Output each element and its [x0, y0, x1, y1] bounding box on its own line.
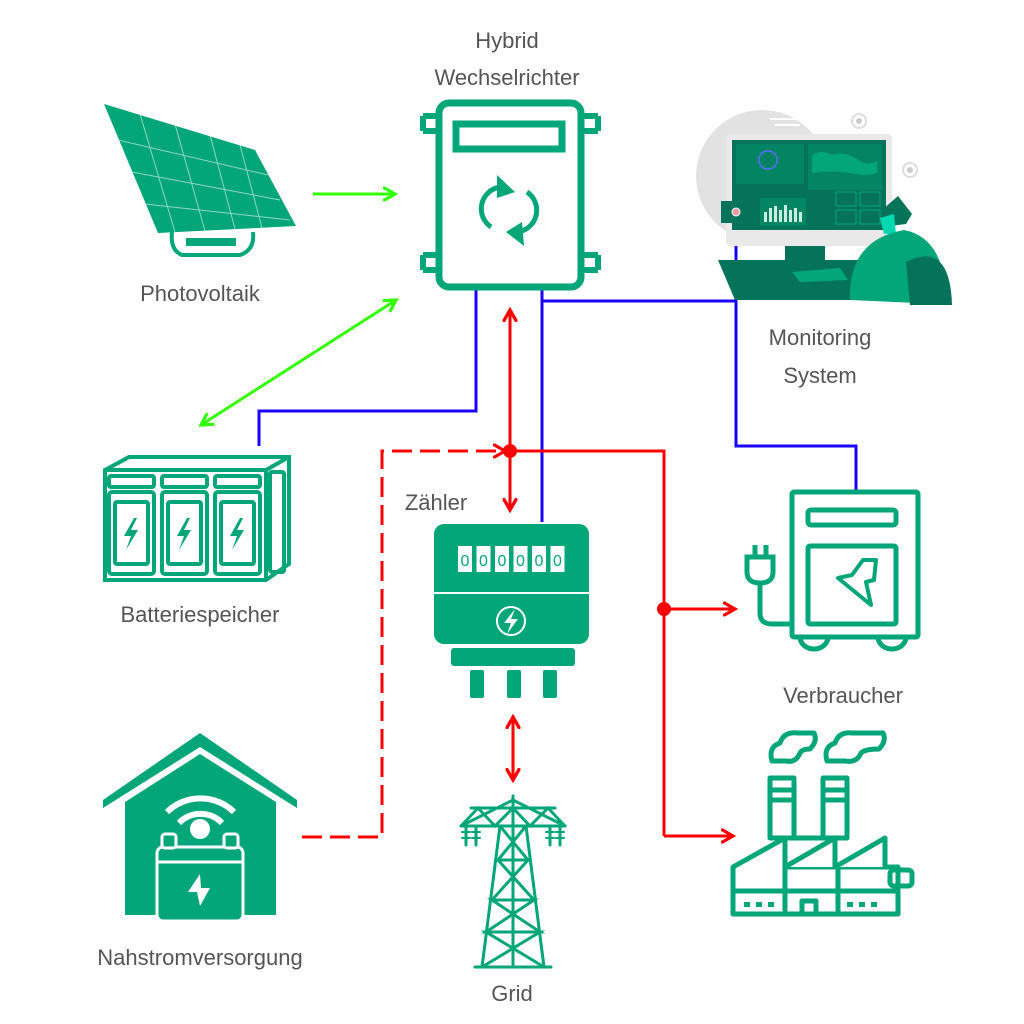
meter-digit-box: [513, 546, 528, 572]
ac-junction-dot: [503, 444, 517, 458]
meter-digit-box: [532, 546, 546, 572]
label-local-supply: Nahstromversorgung: [97, 945, 302, 970]
label-meter: Zähler: [405, 490, 467, 515]
lightning-icon: [124, 518, 138, 550]
meter-digit-box: [495, 546, 509, 572]
monitoring-workstation-icon: [696, 110, 952, 305]
meter-digit: 0: [535, 553, 544, 570]
lightning-icon: [836, 558, 878, 607]
factory-icon: [730, 730, 915, 917]
inverter-icon: [420, 99, 601, 291]
label-consumer: Verbraucher: [783, 683, 903, 708]
meter-digit-box: [476, 546, 491, 572]
label-battery: Batteriespeicher: [121, 602, 280, 627]
ac-junction-dot: [657, 602, 671, 616]
dc-arrow-battery-inverter: [201, 300, 396, 425]
meter-digit: 0: [553, 553, 562, 570]
meter-digit: 0: [516, 553, 525, 570]
appliance-plug-icon: [744, 489, 921, 652]
battery-storage-icon: [103, 455, 291, 582]
dc-arrows: [201, 194, 396, 425]
power-icon: [496, 606, 526, 636]
meter-digit: 0: [461, 553, 470, 570]
status-ring-icon: [851, 113, 867, 129]
ac-dashed-local-supply: [302, 451, 505, 839]
meter-digit-box: [550, 546, 565, 572]
status-ring-icon: [902, 162, 918, 178]
label-monitoring-line2: System: [783, 363, 856, 388]
ac-lines: [302, 310, 735, 837]
lightning-icon: [230, 518, 244, 550]
label-monitoring-line1: Monitoring: [769, 325, 872, 350]
meter-digit: 0: [498, 553, 507, 570]
solar-panel-icon: [104, 104, 296, 257]
label-inverter-line2: Wechselrichter: [434, 65, 579, 90]
lightning-icon: [177, 518, 191, 550]
meter-digit: 0: [479, 553, 488, 570]
ac-bus-line: [510, 449, 666, 836]
power-pylon-icon: [459, 794, 567, 969]
label-inverter-line1: Hybrid: [475, 28, 539, 53]
signal-line-monitoring-consumer: [734, 214, 858, 490]
lightning-icon: [188, 874, 210, 906]
label-grid: Grid: [491, 981, 533, 1006]
label-photovoltaik: Photovoltaik: [140, 281, 261, 306]
house-battery-icon: [103, 733, 297, 923]
meter-digit-box: [458, 546, 472, 572]
